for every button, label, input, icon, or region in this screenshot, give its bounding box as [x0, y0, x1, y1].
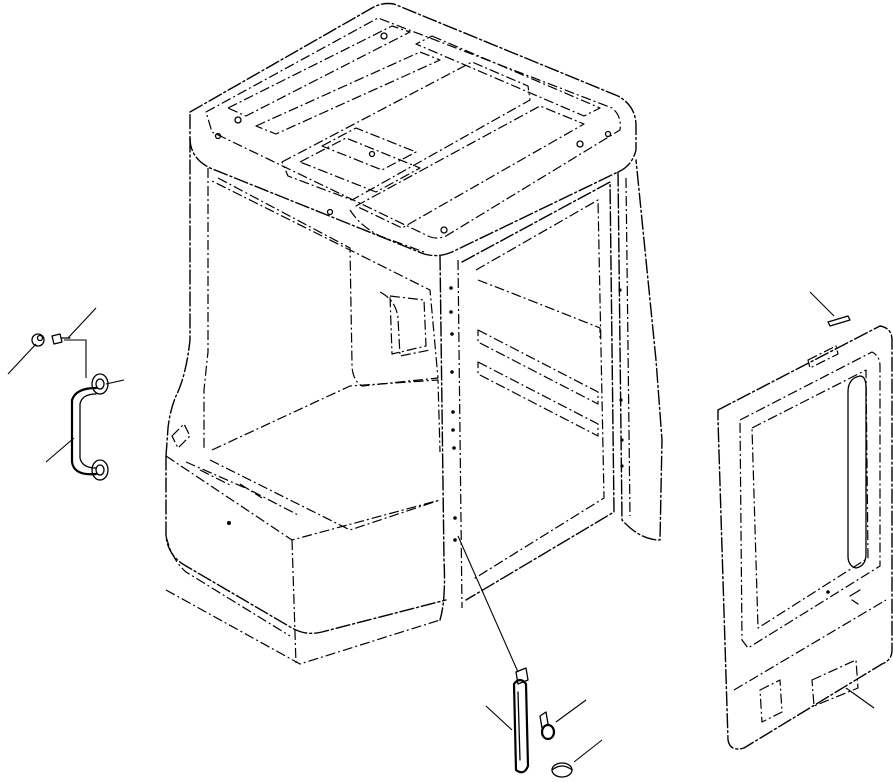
cab-frame [165, 2, 663, 665]
floor-inner-lip [209, 459, 441, 531]
door-top-plate [827, 315, 851, 327]
right-rear-post-inner [625, 177, 631, 517]
front-right-post [439, 255, 446, 621]
floor-front-edge [165, 455, 447, 635]
floor-top-edge [165, 455, 441, 541]
leader-cap [573, 739, 603, 763]
door-lower-panel [733, 599, 887, 691]
right-rear-post [617, 159, 663, 541]
roof-slat-1 [227, 25, 411, 117]
handrail-body [70, 386, 98, 476]
handle-front [457, 535, 556, 774]
door-panel [717, 315, 893, 750]
rear-post-holes [618, 288, 624, 468]
door-seal-upper [477, 279, 601, 340]
side-rail-1 [477, 329, 599, 405]
roof-rear-panel [355, 105, 585, 229]
roof-hatch-latch [321, 127, 417, 171]
roof-slat-2 [415, 35, 601, 117]
front-right-post-inner [457, 259, 463, 609]
door-lower-sticker [759, 679, 783, 723]
base-seam [291, 539, 297, 665]
handle-body [512, 678, 530, 774]
floor-bracket [185, 461, 301, 517]
handrail-lower-pad [91, 459, 109, 481]
handrail-body-inner [79, 393, 97, 469]
handrail-bolt-path [64, 339, 87, 378]
handle-body-inner [517, 691, 521, 761]
door-inner-handle [847, 375, 867, 569]
cap [551, 762, 573, 778]
handrail-lower-pad-hole [95, 464, 105, 476]
door-latch-hole [826, 590, 830, 594]
door-window-outline [739, 351, 881, 649]
left-rear-post [165, 137, 191, 457]
rear-wall-panel [389, 295, 427, 355]
roof-inner-rim [205, 17, 621, 239]
handrail-upper-pad-hole [95, 378, 105, 390]
door-hinge-top [807, 345, 839, 369]
handrail-left [64, 339, 109, 481]
roof-hatch [281, 61, 531, 201]
rear-wall-fold [379, 291, 431, 357]
side-rail-2 [477, 361, 599, 437]
leader-door-label [845, 687, 875, 709]
leader-door-top-plate [809, 291, 835, 317]
leader-bolt [67, 307, 97, 339]
door-window-inner [751, 369, 869, 629]
leader-handrail-pad [105, 379, 125, 385]
right-door-opening [461, 181, 615, 601]
base-front-corner [165, 535, 291, 637]
bolt [51, 333, 71, 345]
roof-hatch-inner [299, 137, 421, 193]
front-post-holes [449, 286, 457, 542]
leader-nut [7, 343, 37, 375]
door-latch-mark [849, 589, 861, 605]
door-outline [717, 325, 893, 750]
handle-mount-line [457, 535, 519, 673]
rear-wall-lower [211, 379, 441, 453]
handrail-upper-pad [91, 373, 109, 395]
floor-corner-plate [171, 423, 191, 449]
door-label-plate [811, 659, 859, 707]
left-rear-post-inner [203, 168, 209, 450]
handle-bolt-head [540, 723, 556, 741]
roof-holes [214, 32, 612, 234]
floor-bolt-hole [227, 521, 231, 525]
base-lower-skirt [165, 589, 441, 665]
roof-front-lip [349, 209, 425, 253]
nut [31, 333, 45, 347]
leader-handle-bolt [555, 699, 587, 723]
roof-outer-outline [189, 2, 637, 257]
leader-handrail [45, 437, 75, 463]
roof-slat-3 [255, 51, 441, 135]
leader-lines [7, 291, 875, 763]
handle-clip [515, 667, 529, 685]
right-door-opening-inner [471, 199, 605, 581]
leader-handle [485, 705, 513, 731]
